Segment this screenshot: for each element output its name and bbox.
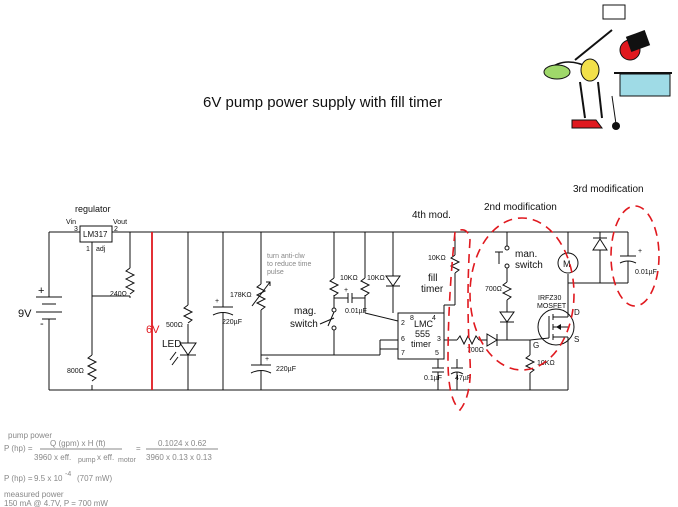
man-switch-2: switch — [515, 260, 543, 271]
measured-title: measured power — [4, 490, 64, 499]
mag-switch-line2: switch — [290, 319, 318, 330]
r10k-c-label: 10KΩ — [428, 255, 446, 262]
regulator-lm317: regulator Vin Vout 3 2 LM317 1 adj — [66, 204, 127, 253]
r10k-b-label: 10KΩ — [367, 275, 385, 282]
pot-note-3: pulse — [267, 269, 284, 276]
battery-plus: + — [38, 285, 44, 297]
pin-8: 8 — [410, 315, 414, 322]
measured-value: 150 mA @ 4.7V, P = 700 mW — [4, 499, 108, 507]
calc-result-base: 9.5 x 10 — [34, 474, 63, 483]
calc-p-lhs: P (hp) = — [4, 444, 33, 453]
mod-2-label: 2nd modification — [484, 202, 557, 213]
diagram-title: 6V pump power supply with fill timer — [203, 94, 442, 111]
pin-5: 5 — [435, 350, 439, 357]
man-switch-1: man. — [515, 249, 537, 260]
pot-note-1: turn anti-clw — [267, 253, 306, 260]
regulator-pin2: 2 — [114, 226, 118, 233]
mosfet-irfz30: IRFZ30 MOSFET D G S — [533, 295, 580, 350]
timer-555: LMC 555 timer 2 8 4 6 3 7 5 — [397, 312, 445, 360]
calc-den-a: 3960 x eff. — [34, 453, 71, 462]
mod-4-outline — [447, 229, 472, 412]
calc-result-exp: -4 — [65, 471, 71, 478]
c220b-label: 220µF — [276, 366, 296, 373]
calc-result-mw: (707 mW) — [77, 474, 112, 483]
calc-den2: 3960 x 0.13 x 0.13 — [146, 453, 212, 462]
mosfet-s: S — [574, 335, 579, 344]
pin-6: 6 — [401, 336, 405, 343]
c220b-plus: + — [265, 356, 269, 363]
motor-label: M — [563, 259, 571, 269]
c220a-label: 220µF — [222, 319, 242, 326]
r240-label: 240Ω — [110, 291, 127, 298]
c01uf-label: 0.1µF — [424, 375, 442, 382]
fill-timer-2: timer — [421, 284, 444, 295]
mosfet-d: D — [574, 308, 580, 317]
c220a-plus: + — [215, 298, 219, 305]
mod-3-label: 3rd modification — [573, 184, 644, 195]
r800-label: 800Ω — [67, 368, 84, 375]
mosfet-g: G — [533, 341, 539, 350]
fill-timer-1: fill — [428, 273, 437, 284]
pot-note-2: to reduce time — [267, 261, 311, 268]
regulator-vout: Vout — [113, 219, 127, 226]
battery-voltage: 9V — [18, 308, 32, 320]
calc-title: pump power — [8, 431, 52, 440]
regulator-vin: Vin — [66, 219, 76, 226]
pin-2: 2 — [401, 320, 405, 327]
pin-7: 7 — [401, 350, 405, 357]
pin-4: 4 — [432, 315, 436, 322]
calc-eq: = — [136, 444, 141, 453]
calc-numerator: Q (gpm) x H (ft) — [50, 439, 106, 448]
r178k-label: 178KΩ — [230, 292, 252, 299]
regulator-pin3: 3 — [74, 226, 78, 233]
r700b-label: 700Ω — [485, 286, 502, 293]
rail-6v: 6V — [146, 232, 160, 390]
battery-minus: - — [40, 318, 44, 330]
r700a-label: 700Ω — [467, 347, 484, 354]
battery-9v: 9V + - — [18, 285, 62, 330]
r10k-d-label: 10KΩ — [537, 360, 555, 367]
regulator-label: regulator — [75, 204, 111, 214]
regulator-pin1: 1 — [86, 246, 90, 253]
pin-3: 3 — [437, 336, 441, 343]
c001b-label: 0.01µF — [635, 269, 657, 276]
regulator-adj: adj — [96, 246, 106, 253]
calc-den-motor: motor — [118, 457, 137, 464]
r10k-a-label: 10KΩ — [340, 275, 358, 282]
mosfet-line2: MOSFET — [537, 303, 567, 310]
r500-label: 500Ω — [166, 322, 183, 329]
timer-line3: timer — [411, 339, 431, 349]
regulator-chip: LM317 — [83, 230, 108, 239]
motor: M — [557, 252, 579, 274]
mod-3-outline — [610, 205, 660, 307]
c001a-plus: + — [344, 287, 348, 294]
mag-switch-line1: mag. — [294, 306, 316, 317]
c47uf-label: 47µF — [455, 375, 471, 382]
calc-den-b: x eff. — [97, 453, 114, 462]
led-label: LED — [162, 339, 181, 350]
c001b-plus: + — [638, 248, 642, 255]
calc-den-pump: pump — [78, 457, 96, 464]
mosfet-line1: IRFZ30 — [538, 295, 561, 302]
calc-result-lhs: P (hp) = — [4, 474, 33, 483]
mod-4-label: 4th mod. — [412, 210, 451, 221]
pump-cartoon — [543, 4, 672, 130]
rail-6v-label: 6V — [146, 324, 160, 336]
mod-2-outline — [469, 217, 575, 371]
timer-line1: LMC — [414, 319, 434, 329]
timer-line2: 555 — [415, 329, 430, 339]
calc-num2: 0.1024 x 0.62 — [158, 439, 207, 448]
c001a-label: 0.01µF — [345, 308, 367, 315]
power-calculation: pump power P (hp) = Q (gpm) x H (ft) 396… — [4, 431, 218, 507]
